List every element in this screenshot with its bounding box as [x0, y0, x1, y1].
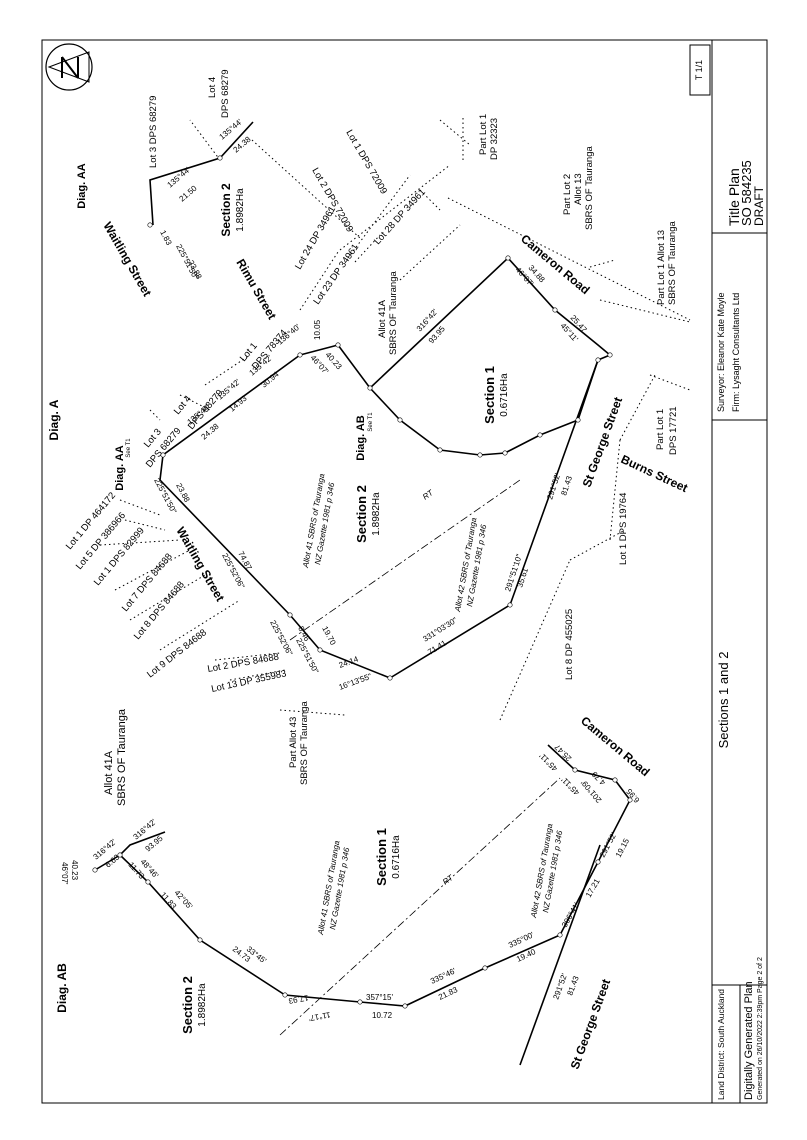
- parcel-label: Lot 8 DP 455025: [564, 609, 575, 680]
- parcel-label: Lot 1 DPS 19764: [618, 493, 629, 565]
- section-area: 1.8982Ha: [197, 983, 208, 1027]
- dimension: 16°13'55": [338, 672, 373, 692]
- parcel-label: Part Lot 1 Allot 13: [656, 230, 667, 305]
- parcel-label: Allot 41A: [377, 299, 388, 338]
- dimension: 25.47: [553, 742, 574, 763]
- see-ref: See T1: [368, 412, 374, 432]
- rt-label: RT: [421, 488, 436, 502]
- dimension: 19.40: [515, 947, 537, 964]
- dimension: 93.95: [144, 833, 166, 853]
- section-label: Section 2: [180, 976, 195, 1034]
- parcel-label: SBRS OF Tauranga: [299, 700, 310, 785]
- dimension: 14.93: [228, 393, 250, 413]
- parcel-label: Allot 13: [573, 173, 584, 205]
- plan-title: Title Plan: [726, 168, 742, 226]
- dimension: 6.95: [624, 786, 641, 804]
- section-area: 0.6716Ha: [391, 835, 402, 879]
- firm-name: Firm: Lysaght Consultants Ltd: [731, 293, 741, 412]
- rt-label: RT: [441, 873, 456, 887]
- parcel-label: SBRS OF Tauranga: [116, 708, 128, 806]
- dimension: 1.83: [158, 229, 174, 247]
- dimension: 135°44': [166, 165, 193, 190]
- parcel-label: DPS 17721: [668, 406, 679, 455]
- parcel-label: Lot 9 DPS 84688: [145, 627, 209, 680]
- dimension: 135°44': [218, 117, 245, 142]
- parcel-label: Lot 4: [172, 394, 194, 417]
- diag-ab: Diag. AB Allot 41A SBRS OF Tauranga Came…: [55, 708, 652, 1071]
- parcel-label: SBRS OF Tauranga: [667, 220, 678, 305]
- sub-diag-label: Diag. AA: [114, 445, 126, 490]
- dimension: 225°51'50": [294, 637, 320, 676]
- sections-caption: Sections 1 and 2: [716, 652, 731, 749]
- plan-number: SO 584235: [739, 160, 754, 226]
- generated-title: Digitally Generated Plan: [743, 981, 755, 1100]
- section-label: Section 2: [219, 183, 233, 237]
- section-label: Section 1: [374, 828, 389, 886]
- generated-date: Generated on 26/10/2022 2:39pm Page 2 of…: [757, 957, 764, 1100]
- dimension: 45°11': [537, 751, 559, 773]
- parcel-label: Lot 24 DP 34961: [293, 204, 338, 271]
- dimension: 225°52'06": [268, 619, 294, 658]
- dimension: 81.43: [559, 474, 574, 496]
- road-label: Burns Street: [619, 452, 690, 495]
- diag-ab-heading: Diag. AB: [55, 963, 69, 1013]
- parcel-label: SBRS OF Tauranga: [388, 270, 399, 355]
- sub-diag-label: Diag. AB: [355, 415, 367, 460]
- dimension: 24.38: [232, 134, 254, 154]
- section-label: Section 1: [482, 366, 497, 424]
- dimension: 23.88: [174, 482, 192, 504]
- section-area: 1.8982Ha: [371, 492, 382, 536]
- dimension: 19.70: [320, 625, 338, 647]
- parcel-label: Part Lot 2: [562, 174, 573, 215]
- parcel-label: SBRS OF Tauranga: [584, 145, 595, 230]
- diag-a-heading: Diag. A: [47, 399, 61, 440]
- see-ref: See T1: [126, 438, 132, 458]
- dimension: 30.94: [260, 369, 282, 389]
- dimension: 45°11': [559, 775, 581, 797]
- section-area: 0.6716Ha: [499, 373, 510, 417]
- section-label: Section 2: [354, 485, 369, 543]
- parcel-label: Lot 23 DP 34961: [311, 242, 361, 307]
- section-area: 1.8982Ha: [235, 188, 246, 232]
- dimension: 24.38: [200, 421, 222, 441]
- dimension: 4.79: [590, 769, 608, 787]
- parcel-label: Lot 4: [207, 77, 218, 98]
- dimension: 93.95: [427, 324, 447, 345]
- sheet-number: T 1/1: [694, 60, 704, 80]
- road-label: Waitling Street: [100, 220, 154, 299]
- dimension: 19.15: [614, 837, 632, 859]
- north-arrow-icon: [45, 43, 93, 91]
- parcel-label: DP 32323: [489, 118, 500, 160]
- surveyor-name: Surveyor: Eleanor Kate Moyle: [716, 292, 726, 412]
- dimension: 40.23: [70, 860, 79, 881]
- dimension: 10.05: [313, 319, 322, 340]
- dimension: 17.93: [287, 993, 309, 1005]
- land-district: Land District: South Auckland: [716, 989, 726, 1100]
- dimension: 11°17': [308, 1010, 332, 1023]
- sub-diag-label: Diag. AA: [76, 163, 88, 208]
- parcel-label: Lot 28 DP 34961: [372, 187, 428, 247]
- dimension: 24.14: [338, 654, 360, 669]
- dimension: 21.50: [178, 183, 200, 203]
- parcel-label: Allot 41A: [103, 750, 115, 795]
- parcel-label: Part Lot 1: [655, 409, 666, 450]
- parcel-label: Lot 1 DPS 72009: [343, 128, 389, 196]
- parcel-label: Lot 3 DPS 68279: [148, 96, 159, 168]
- dimension: 42°05': [173, 888, 195, 911]
- road-label: Rimu Street: [233, 257, 279, 322]
- dimension: 21.83: [437, 985, 459, 1002]
- plan-status: DRAFT: [752, 185, 766, 226]
- diag-a: Diag. A Waitling Street Waitling Street …: [47, 69, 691, 785]
- parcel-label: Part Lot 1: [478, 114, 489, 155]
- road-label: St George Street: [580, 395, 626, 489]
- dimension: 357°15': [366, 993, 393, 1002]
- parcel-label: Part Allot 43: [288, 717, 299, 768]
- dimension: 46°07': [60, 862, 69, 885]
- parcel-label: DPS 68279: [220, 69, 231, 118]
- dimension: 291°52': [545, 472, 562, 501]
- road-label: Cameron Road: [578, 714, 652, 780]
- dimension: 10.72: [372, 1011, 393, 1020]
- dimension: 291°52': [551, 972, 569, 1001]
